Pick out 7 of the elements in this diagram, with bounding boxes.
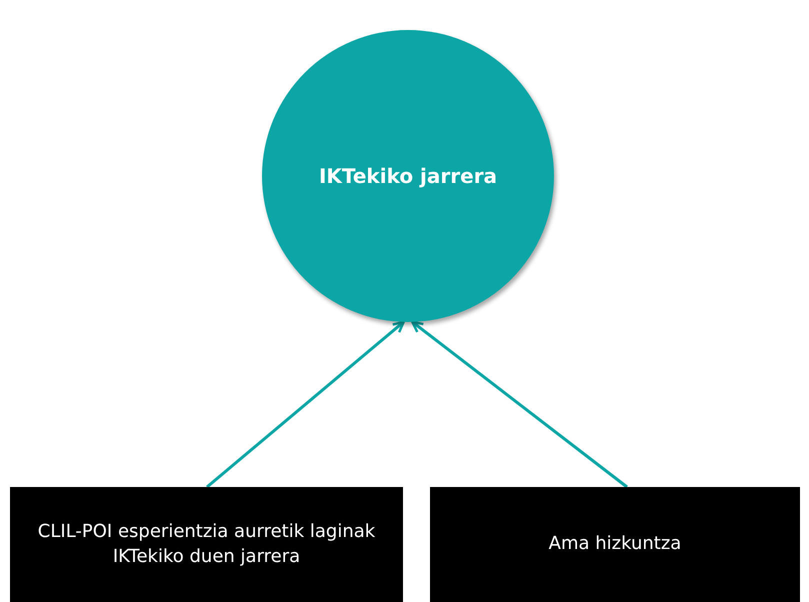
factor-box xyxy=(10,487,403,602)
arrow xyxy=(206,320,405,488)
factor-box xyxy=(430,487,800,602)
node-label: Ama hizkuntza xyxy=(548,532,682,556)
node-label: CLIL-POI esperientzia aurretik laginak IKTekiko duen jarrera xyxy=(36,520,376,568)
arrow xyxy=(411,320,628,488)
node-label: IKTekiko jarrera xyxy=(318,162,498,190)
